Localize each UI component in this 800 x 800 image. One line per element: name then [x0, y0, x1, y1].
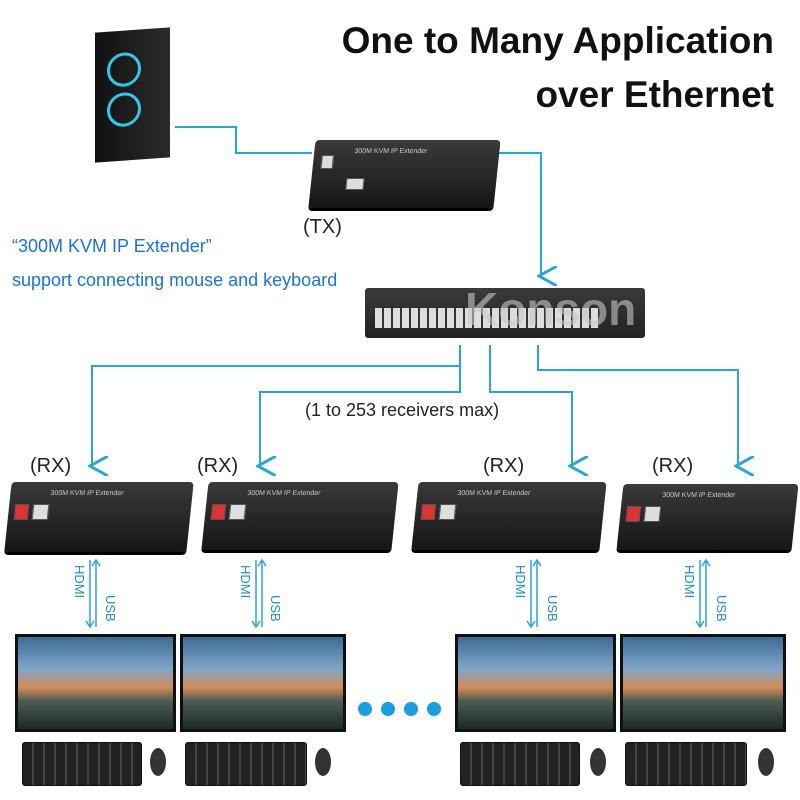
- ellipsis-dot: [404, 702, 418, 716]
- rx-device-1: 300M KVM IP Extender: [4, 482, 194, 552]
- usb-label-3: USB: [545, 595, 560, 622]
- switch-to-rx4-line: [537, 345, 738, 466]
- pc-to-tx-line: [175, 126, 312, 154]
- rx-device-3: 300M KVM IP Extender: [411, 482, 607, 550]
- rx-device-4: 300M KVM IP Extender: [616, 484, 799, 550]
- usb-label-2: USB: [268, 595, 283, 622]
- hdmi-label-1: HDMI: [72, 565, 87, 599]
- title-line-1: One to Many Application: [341, 20, 774, 61]
- feature-line-2: support connecting mouse and keyboard: [12, 270, 338, 290]
- receivers-note: (1 to 253 receivers max): [305, 400, 500, 420]
- tx-to-switch-line: [498, 152, 541, 276]
- switch-to-rx2-line: [260, 345, 461, 466]
- monitor-3: [455, 634, 616, 732]
- monitor-2: [180, 634, 346, 732]
- hdmi-label-4: HDMI: [682, 565, 697, 599]
- hdmi-label-3: HDMI: [513, 565, 528, 599]
- mouse-3: [590, 748, 606, 776]
- rx-device-text: 300M KVM IP Extender: [246, 490, 321, 497]
- title-line-2: over Ethernet: [535, 74, 774, 115]
- rx-label-4: (RX): [652, 455, 694, 477]
- rx-label-3: (RX): [483, 455, 525, 477]
- monitor-1: [15, 634, 176, 732]
- network-switch: Konson: [365, 283, 645, 338]
- watermark: Konson: [465, 283, 637, 335]
- ellipsis-dot: [381, 702, 395, 716]
- ellipsis-dot: [427, 702, 441, 716]
- rx-device-text: 300M KVM IP Extender: [661, 492, 736, 499]
- keyboard-1: [22, 742, 142, 786]
- hdmi-usb-arrows: [85, 558, 711, 629]
- usb-label-4: USB: [714, 595, 729, 622]
- usb-label-1: USB: [103, 595, 118, 622]
- rx-device-text: 300M KVM IP Extender: [50, 490, 124, 497]
- mouse-4: [758, 748, 774, 776]
- keyboard-2: [185, 742, 307, 786]
- rx-device-text: 300M KVM IP Extender: [456, 490, 531, 497]
- ellipsis-dot: [358, 702, 372, 716]
- tx-label: (TX): [303, 216, 342, 238]
- hdmi-label-2: HDMI: [238, 565, 253, 599]
- feature-line-1: “300M KVM IP Extender”: [12, 236, 212, 256]
- monitor-4: [620, 634, 786, 732]
- tx-device-text: 300M KVM IP Extender: [353, 148, 428, 155]
- keyboard-4: [625, 742, 747, 786]
- rx-device-2: 300M KVM IP Extender: [201, 482, 399, 550]
- mouse-1: [150, 748, 166, 776]
- keyboard-3: [460, 742, 580, 786]
- rx-label-1: (RX): [30, 455, 72, 477]
- pc-tower-icon: [95, 27, 170, 163]
- switch-to-rx3-line: [489, 345, 572, 466]
- tx-device: 300M KVM IP Extender: [308, 140, 501, 208]
- mouse-2: [315, 748, 331, 776]
- rx-label-2: (RX): [197, 455, 239, 477]
